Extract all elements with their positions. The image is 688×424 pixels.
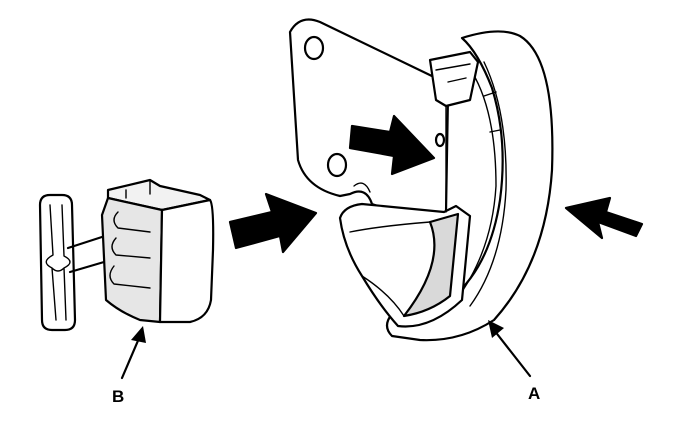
insert-arrow-middle [228,192,318,254]
pointer-b [120,326,146,380]
label-a: A [528,384,540,403]
pointer-a [488,320,532,378]
wire-clip [38,193,107,332]
part-b-assembly: B [38,178,215,406]
part-a-bracket [288,18,554,342]
label-b: B [112,387,124,406]
insert-arrow-inner [348,114,436,176]
insert-arrow-right [564,196,644,240]
cushion-block [100,178,215,324]
